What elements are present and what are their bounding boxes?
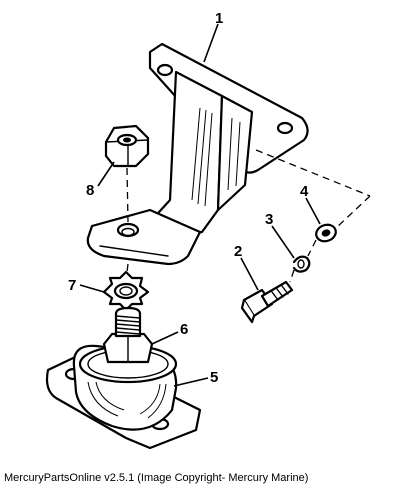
part-7-star-washer bbox=[102, 270, 150, 312]
callout-4: 4 bbox=[300, 183, 309, 200]
callout-6: 6 bbox=[180, 321, 188, 338]
callout-5: 5 bbox=[210, 369, 218, 386]
image-caption: MercuryPartsOnline v2.5.1 (Image Copyrig… bbox=[4, 472, 309, 484]
part-8-nut bbox=[104, 124, 150, 168]
part-3-lock-washer bbox=[292, 255, 311, 273]
part-6-stud-and-nut bbox=[102, 306, 154, 364]
part-1-mounting-bracket bbox=[86, 42, 309, 266]
part-2-bolt bbox=[240, 280, 294, 324]
part-5-mount-base bbox=[45, 344, 202, 450]
callout-2: 2 bbox=[234, 243, 242, 260]
callout-8: 8 bbox=[86, 182, 94, 199]
callout-1: 1 bbox=[215, 10, 223, 27]
assembly-alignment-lines bbox=[126, 149, 371, 283]
callout-leader-lines bbox=[79, 23, 321, 387]
callout-7: 7 bbox=[68, 277, 76, 294]
part-4-flat-washer bbox=[315, 223, 337, 243]
callout-3: 3 bbox=[265, 211, 273, 228]
engine-mount-exploded-diagram: 1 2 3 4 5 6 7 8 bbox=[45, 10, 371, 450]
